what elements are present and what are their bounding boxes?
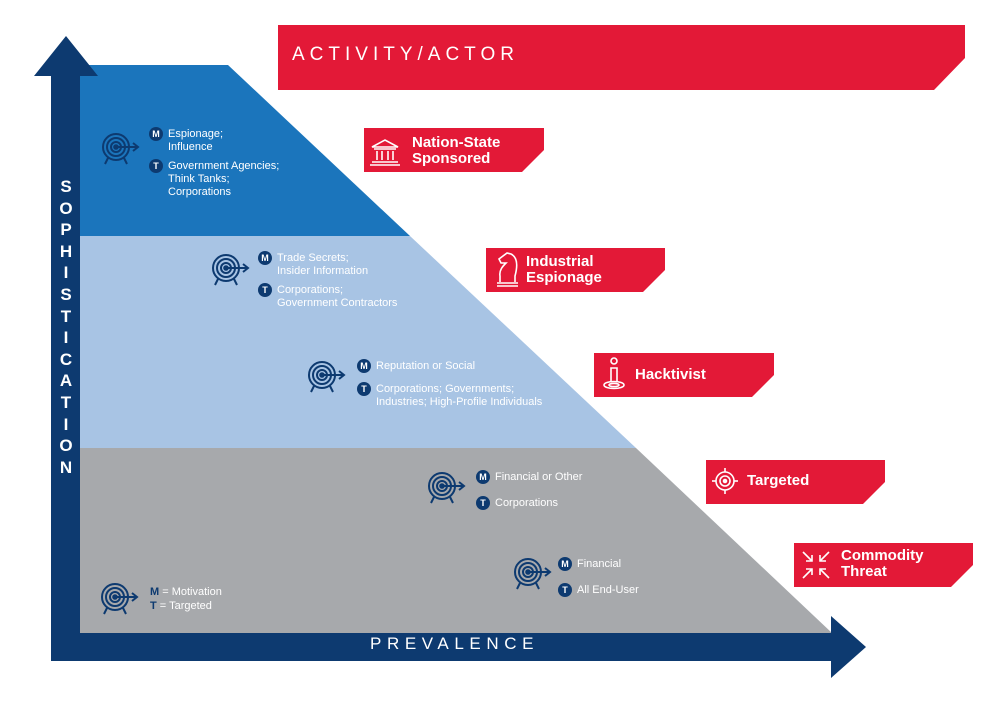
bullseye-target-icon bbox=[308, 361, 346, 393]
entry-hacktivist: M Reputation or Social T Corporations; Gov… bbox=[357, 359, 543, 415]
bullseye-target-icon bbox=[514, 558, 552, 590]
entry-nation-state: M Espionage; Influence T Government Agenci… bbox=[149, 127, 280, 205]
y-axis-letter: I bbox=[63, 414, 69, 434]
person-on-target-icon bbox=[603, 357, 625, 390]
government-building-icon bbox=[370, 139, 400, 166]
y-axis-arrow bbox=[34, 36, 98, 633]
actor-label-hacktivist: Hacktivist bbox=[635, 366, 706, 383]
targeted-text: Corporations bbox=[495, 497, 558, 509]
actor-label-targeted: Targeted bbox=[747, 472, 810, 489]
actor-banner-nation-state bbox=[364, 128, 544, 172]
motivation-badge: M bbox=[476, 470, 490, 484]
bullseye-target-icon bbox=[101, 583, 139, 615]
actor-banner-commodity bbox=[794, 543, 973, 587]
band-middle bbox=[80, 236, 636, 448]
motivation-text: Espionage; Influence bbox=[168, 128, 224, 153]
y-axis-letter: O bbox=[59, 198, 73, 218]
targeted-badge: T bbox=[149, 159, 163, 173]
motivation-badge: M bbox=[149, 127, 163, 141]
targeted-text: Government Agencies; Think Tanks; Corpor… bbox=[168, 160, 280, 198]
targeted-badge: T bbox=[258, 283, 272, 297]
legend-m-key: M bbox=[150, 586, 160, 598]
y-axis-letter: C bbox=[59, 349, 73, 369]
motivation-badge: M bbox=[558, 557, 572, 571]
motivation-text: Financial or Other bbox=[495, 471, 583, 483]
motivation-badge: M bbox=[258, 251, 272, 265]
x-axis-label: PREVALENCE bbox=[370, 634, 540, 653]
actor-banner-targeted bbox=[706, 460, 885, 504]
targeted-badge: T bbox=[357, 382, 371, 396]
crosshair-icon bbox=[712, 468, 738, 494]
header-banner bbox=[278, 25, 965, 90]
targeted-badge: T bbox=[558, 583, 572, 597]
legend: M = Motivation T = Targeted bbox=[150, 585, 222, 613]
targeted-text: Corporations; Governments; Industries; H… bbox=[376, 383, 543, 408]
y-axis-letter: T bbox=[60, 392, 72, 412]
targeted-text: All End-User bbox=[577, 584, 639, 596]
targeted-badge: T bbox=[476, 496, 490, 510]
entry-targeted: M Financial or Other T Corporations bbox=[476, 470, 583, 516]
motivation-text: Trade Secrets; Insider Information bbox=[277, 252, 369, 277]
y-axis-letter: S bbox=[60, 284, 72, 304]
header-title: ACTIVITY/ACTOR bbox=[292, 44, 519, 65]
bullseye-target-icon bbox=[428, 472, 466, 504]
y-axis-letter: N bbox=[59, 457, 73, 477]
y-axis-letter: T bbox=[60, 306, 72, 326]
motivation-badge: M bbox=[357, 359, 371, 373]
arrows-converge-icon bbox=[802, 551, 830, 579]
y-axis-letter: H bbox=[59, 241, 73, 261]
y-axis-letter: I bbox=[63, 263, 69, 283]
motivation-text: Reputation or Social bbox=[376, 360, 476, 372]
y-axis-letter: I bbox=[63, 328, 69, 348]
legend-t-key: T bbox=[150, 600, 157, 612]
y-axis-letter: O bbox=[59, 436, 73, 456]
motivation-text: Financial bbox=[577, 558, 622, 570]
bullseye-target-icon bbox=[102, 133, 140, 165]
legend-m-value: = Motivation bbox=[162, 586, 222, 598]
entry-industrial: M Trade Secrets; Insider Information T Cor… bbox=[258, 251, 398, 316]
y-axis-letter: P bbox=[60, 220, 72, 240]
chess-knight-icon bbox=[497, 252, 518, 287]
y-axis-letter: S bbox=[60, 177, 72, 196]
bullseye-target-icon bbox=[212, 254, 250, 286]
y-axis-letter: A bbox=[59, 371, 73, 391]
x-axis-arrow bbox=[51, 616, 866, 678]
actor-banner-hacktivist bbox=[594, 353, 774, 397]
legend-t-value: = Targeted bbox=[159, 600, 212, 612]
band-bottom bbox=[80, 448, 832, 633]
band-top-nation-state bbox=[80, 65, 410, 236]
targeted-text: Corporations; Government Contractors bbox=[277, 284, 398, 309]
entry-commodity: M Financial T All End-User bbox=[558, 557, 639, 603]
actor-banner-industrial bbox=[486, 248, 665, 292]
